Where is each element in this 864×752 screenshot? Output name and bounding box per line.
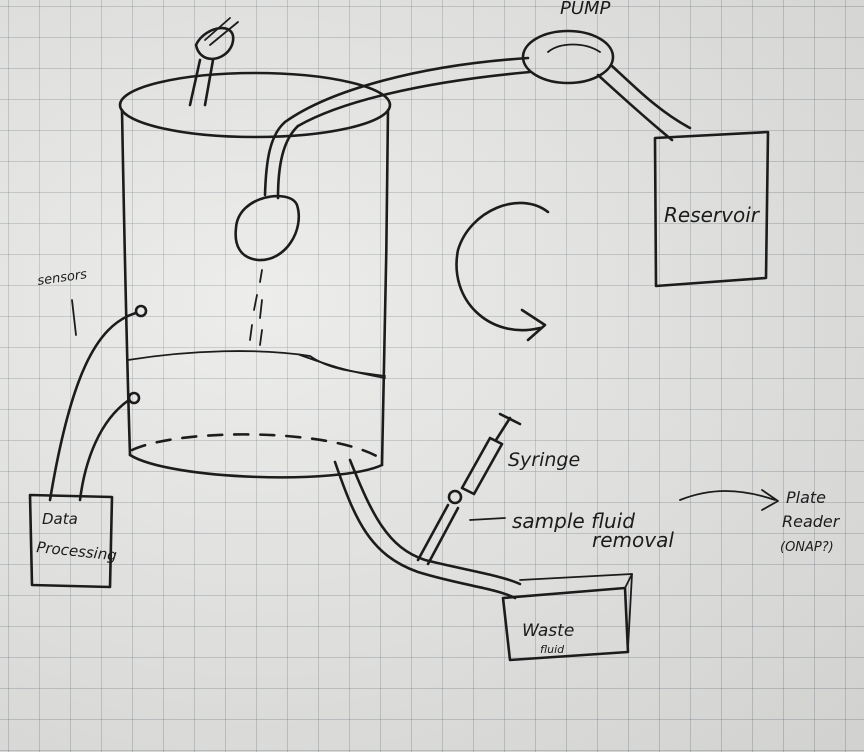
tank [120,73,390,477]
syringe-icon [418,414,520,564]
waste-label-line2: fluid [540,643,565,656]
sensor-wires [50,300,146,500]
waste-box [503,574,632,660]
pump-icon [523,31,690,140]
sample-fluid-label-line2: removal [592,528,674,552]
waste-label-line1: Waste [522,621,574,641]
stirrer-icon [190,18,238,105]
plate-reader-label-line1: Plate [786,488,826,507]
drain-tube [335,460,520,598]
data-processing-label-line1: Data [42,510,78,528]
plate-reader-label-line3: (ONAP?) [780,540,834,555]
plate-reader-label-line2: Reader [782,512,841,531]
sensors-label: sensors [36,267,88,289]
pump-tube [285,58,530,126]
pump-label: PUMP [560,0,611,19]
syringe-label: Syringe [508,449,580,471]
data-processing-label-line2: Processing [36,538,118,564]
reservoir-label: Reservoir [664,203,761,227]
rotation-arrow-icon [457,203,548,340]
spray-nozzle [236,122,299,345]
